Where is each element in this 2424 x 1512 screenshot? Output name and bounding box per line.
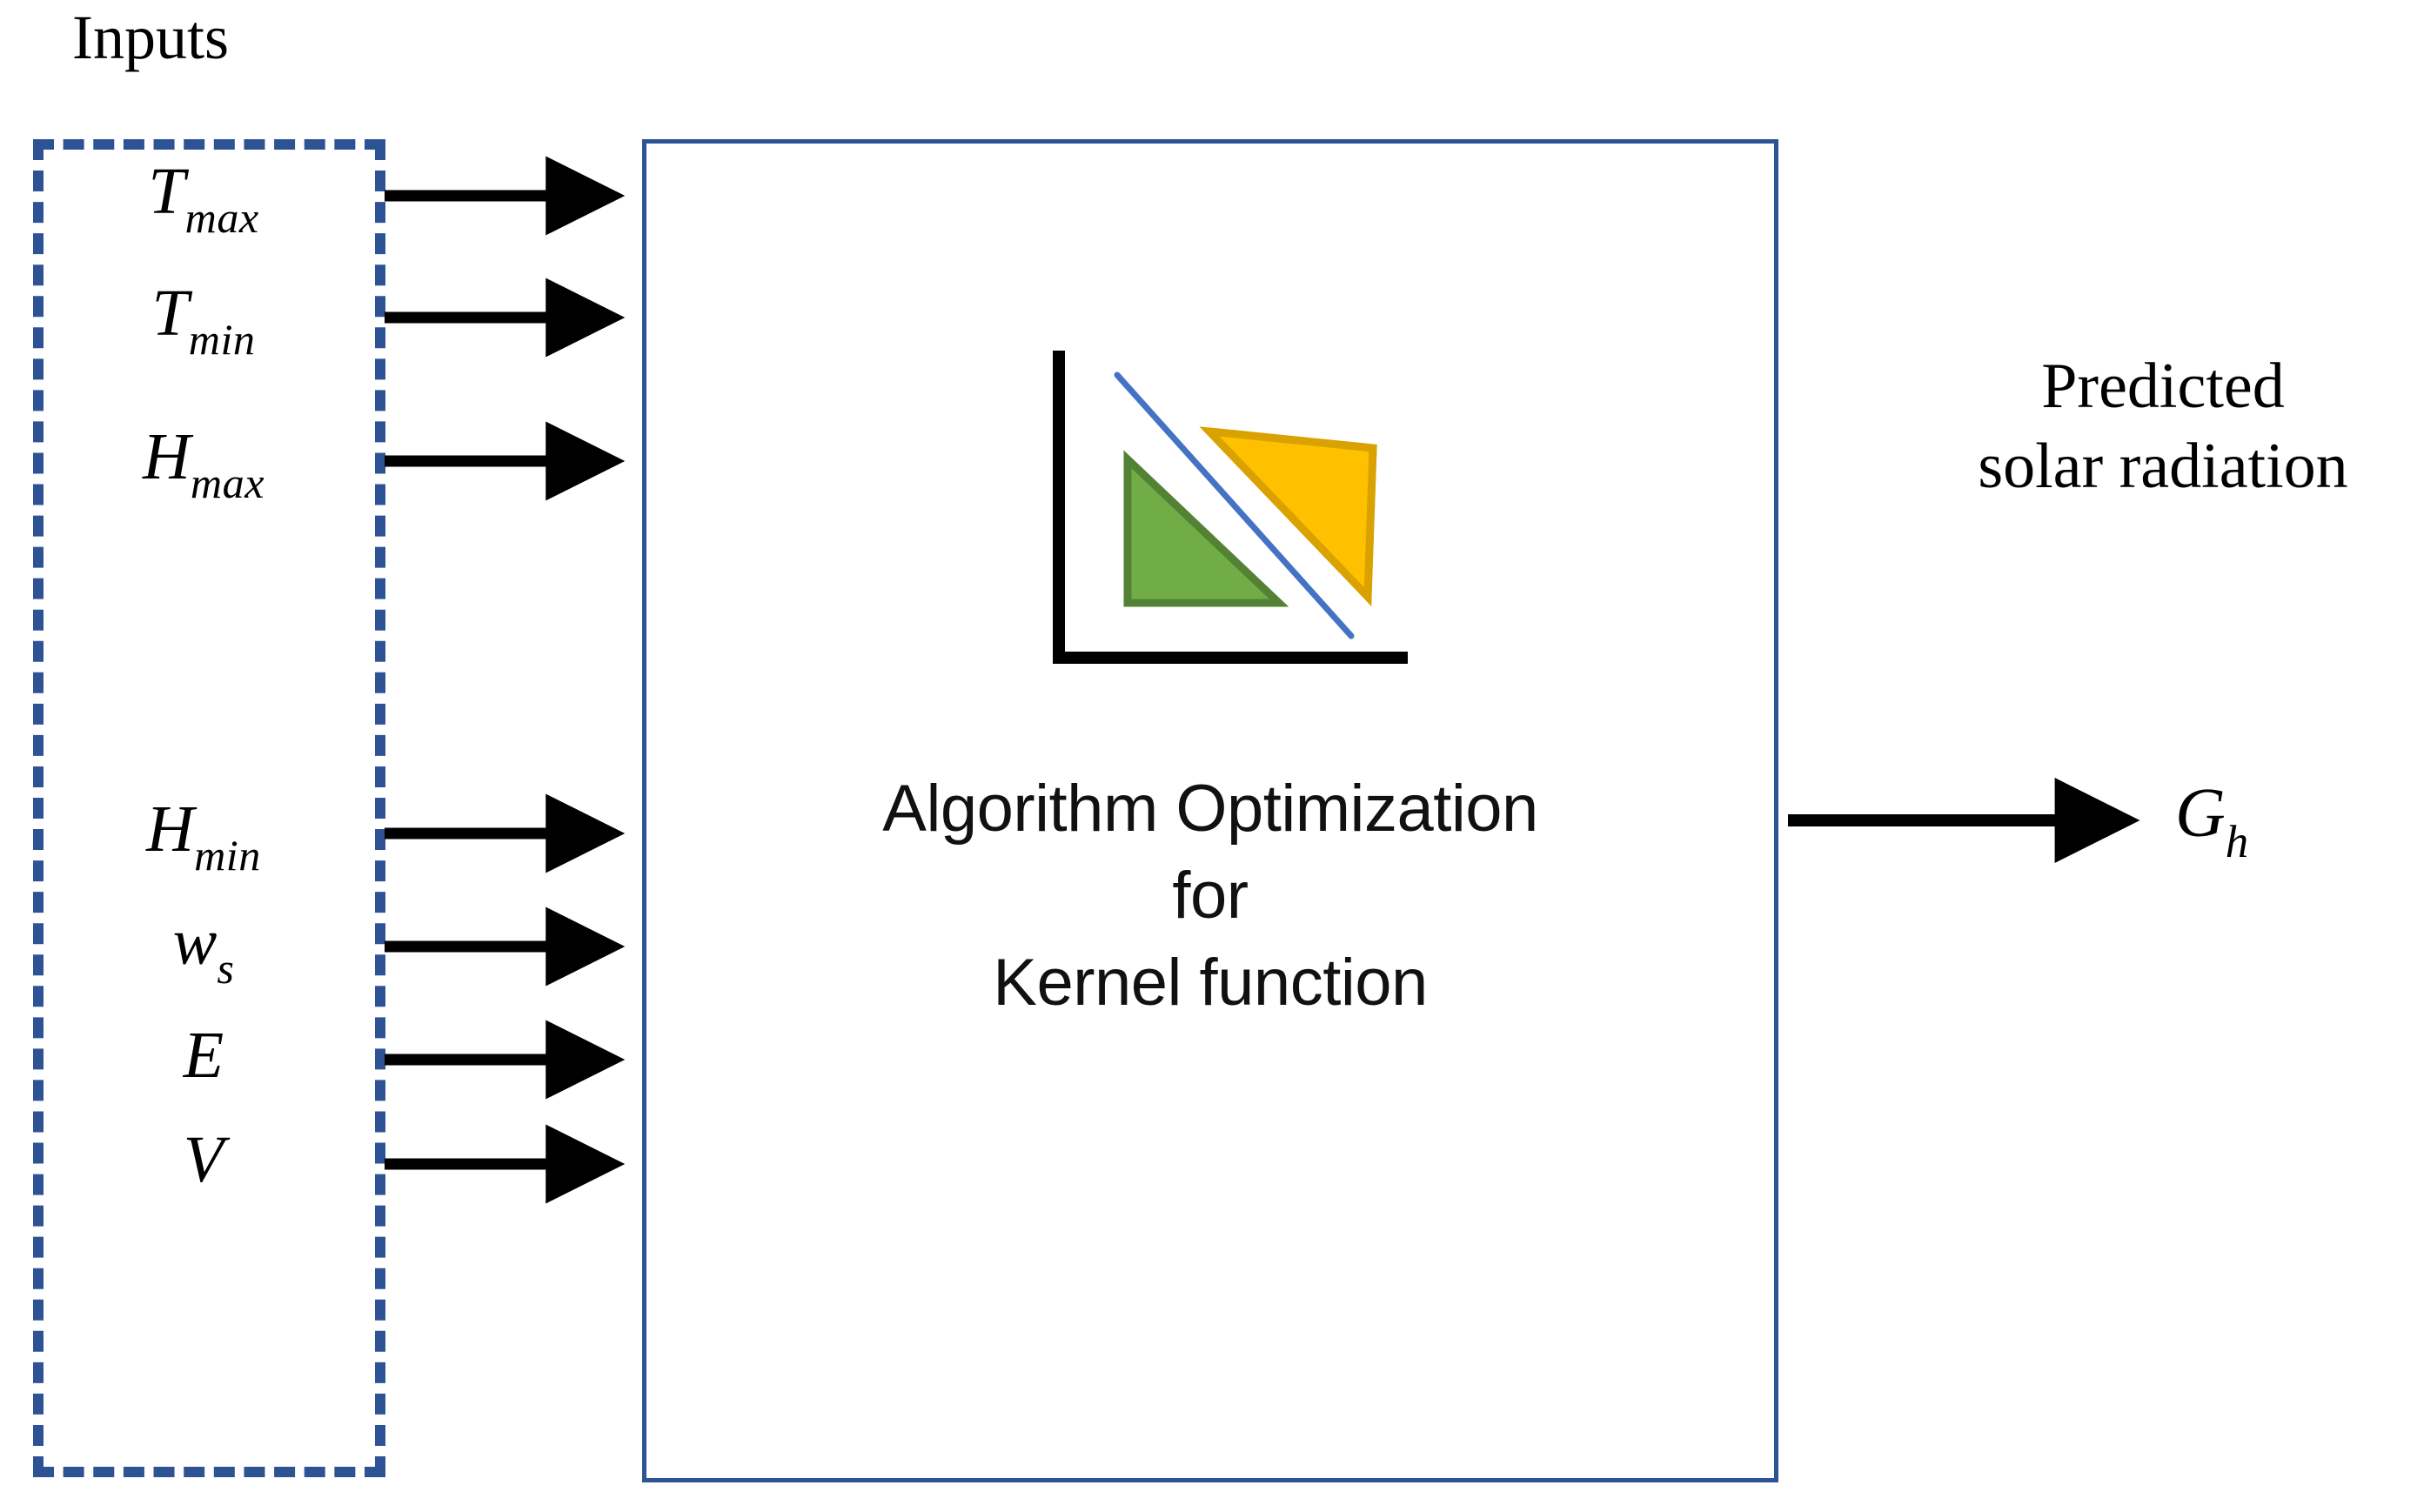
process-box-line-2: for — [1172, 859, 1249, 933]
svm-classifier-icon — [1053, 351, 1408, 664]
input-label-h-min-sub: min — [194, 831, 261, 880]
output-symbol-base: G — [2175, 775, 2226, 852]
input-label-h-max-base: H — [143, 419, 191, 493]
input-label-e: E — [38, 1018, 369, 1101]
input-label-w-s-base: w — [172, 905, 218, 979]
output-description: Predicted solar radiation — [1902, 346, 2424, 506]
input-label-t-max: Tmax — [38, 154, 369, 242]
icon-axes — [1053, 351, 1408, 664]
input-label-v: V — [38, 1122, 369, 1206]
icon-orange-class-shape-fill — [1199, 426, 1377, 606]
input-label-w-s: ws — [38, 905, 369, 993]
inputs-title: Inputs — [72, 3, 229, 72]
input-label-h-min: Hmin — [38, 792, 369, 880]
output-symbol-gh: Gh — [2175, 774, 2248, 867]
input-label-h-max: Hmax — [38, 419, 369, 507]
input-label-v-base: V — [183, 1122, 224, 1196]
process-box-line-1: Algorithm Optimization — [882, 772, 1538, 846]
output-description-line-1: Predicted — [2041, 351, 2285, 422]
input-label-h-min-base: H — [146, 792, 195, 866]
input-label-t-max-base: T — [148, 154, 185, 228]
inputs-dashed-box — [33, 139, 385, 1477]
process-box-text: Algorithm Optimization for Kernel functi… — [661, 766, 1759, 1027]
input-label-t-min: Tmin — [38, 276, 369, 364]
input-label-e-base: E — [183, 1018, 224, 1092]
process-box-line-3: Kernel function — [993, 946, 1428, 1020]
icon-separating-line — [1114, 371, 1355, 639]
input-label-t-max-sub: max — [184, 193, 259, 243]
output-symbol-sub: h — [2225, 817, 2249, 868]
icon-green-class-shape — [1123, 450, 1289, 607]
input-label-t-min-base: T — [151, 276, 189, 350]
input-label-w-s-sub: s — [217, 944, 235, 994]
algorithm-process-box — [642, 139, 1778, 1482]
input-label-t-min-sub: min — [188, 315, 256, 365]
output-description-line-2: solar radiation — [1978, 431, 2348, 502]
input-label-h-max-sub: max — [190, 458, 264, 508]
